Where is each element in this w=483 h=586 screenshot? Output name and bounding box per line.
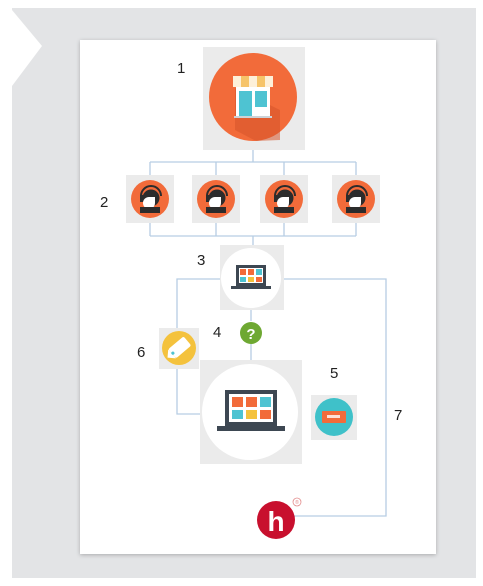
workflow-diagram: 1 2 3 4 5 6 7	[100, 47, 402, 539]
logo-letter: h	[267, 506, 284, 537]
price-tag-icon	[159, 328, 199, 369]
store-icon	[203, 47, 305, 150]
diagram-card: 1 2 3 4 5 6 7	[80, 40, 436, 554]
ticket-icon	[311, 395, 357, 440]
svg-text:?: ?	[246, 326, 255, 343]
h-logo: h ®	[257, 497, 302, 539]
step-label-6: 6	[137, 344, 145, 361]
headset-agent-icon	[332, 175, 380, 223]
step-label-4: 4	[213, 324, 221, 341]
panel-arrow-notch	[12, 10, 42, 86]
registered-mark: ®	[295, 499, 299, 506]
laptop-app-grid-icon	[220, 245, 284, 310]
headset-agent-icon	[260, 175, 308, 223]
headset-agent-icon	[192, 175, 240, 223]
step-label-5: 5	[330, 365, 338, 382]
step-label-2: 2	[100, 194, 108, 211]
step-label-3: 3	[197, 252, 205, 269]
question-icon: ?	[240, 322, 262, 344]
headset-agent-icon	[126, 175, 174, 223]
laptop-app-grid-icon	[200, 360, 302, 464]
step-label-1: 1	[177, 60, 185, 77]
step-label-7: 7	[394, 407, 402, 424]
agents-row	[126, 175, 380, 223]
